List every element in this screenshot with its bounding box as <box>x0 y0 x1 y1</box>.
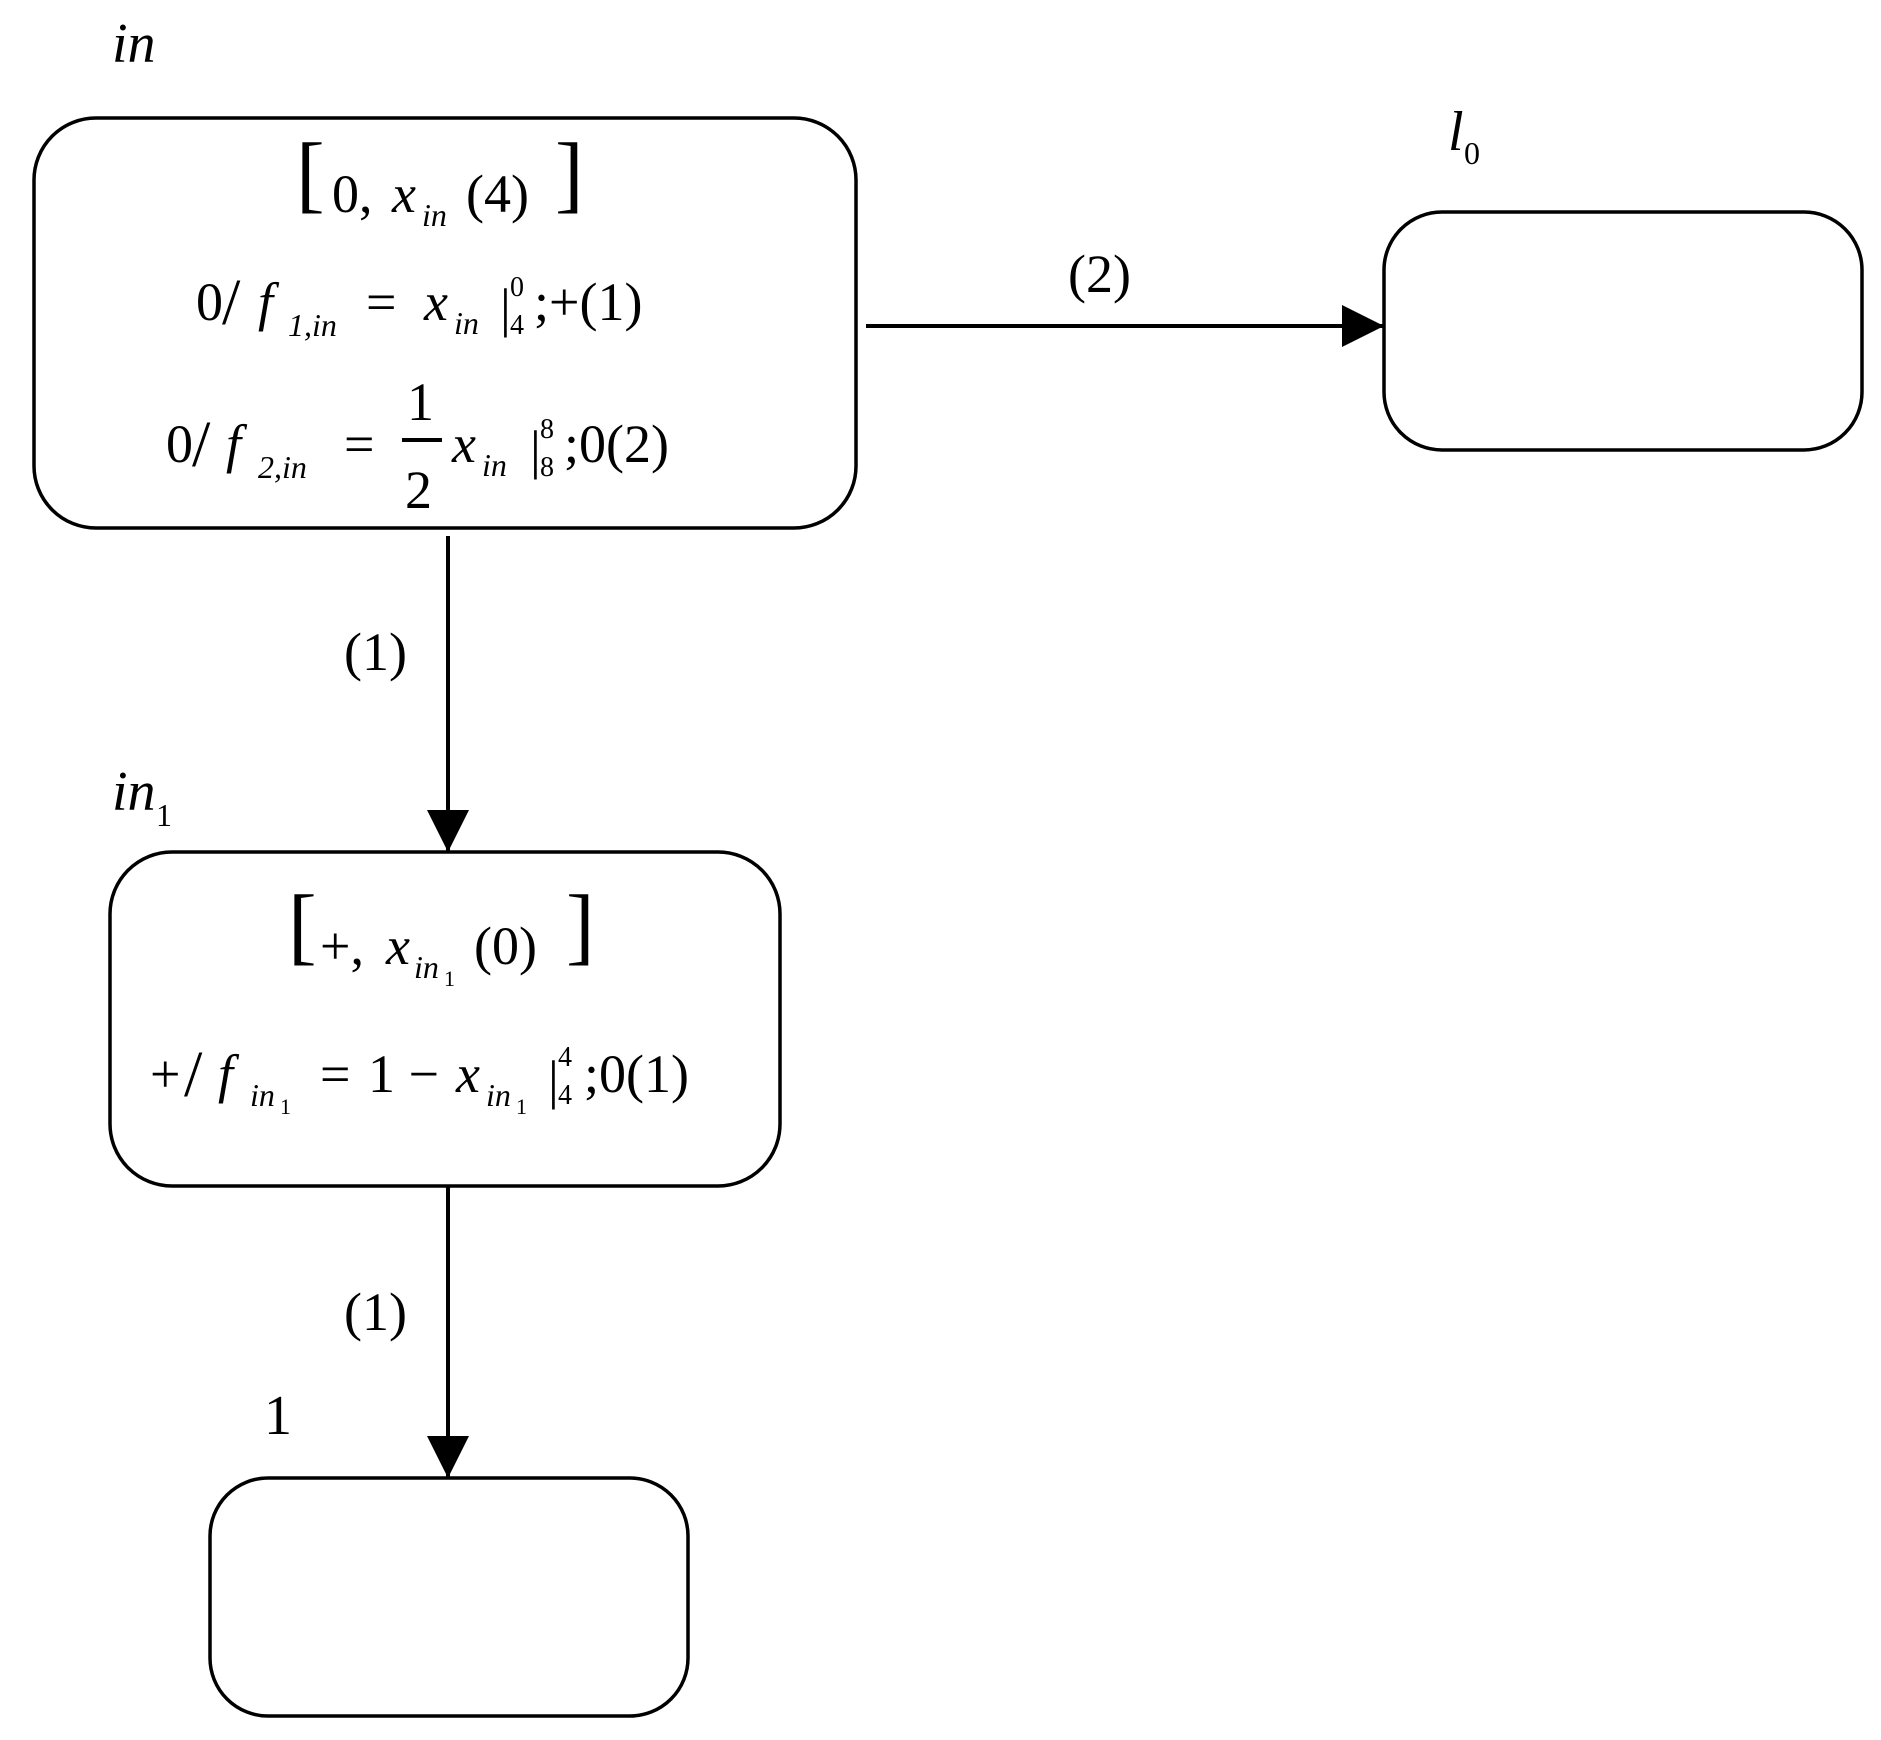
node-box-one <box>208 1476 690 1718</box>
rule-prefix: + <box>150 1044 180 1104</box>
node-box-l0 <box>1382 210 1864 452</box>
edge-label-in-to-in1: (1) <box>344 622 407 682</box>
range-var-sub: in <box>414 949 439 985</box>
range-open-bracket: [ <box>296 125 325 221</box>
node-in-rule-1: 0 / f 1,in = x in | 0 4 ;+(1) <box>196 266 642 343</box>
rule-prefix: 0 <box>166 414 193 474</box>
range-var: x <box>385 916 410 976</box>
rule-slash: / <box>184 1038 203 1111</box>
node-in1-rule-1: + / f in 1 = 1 − x in 1 | 4 4 ;0(1) <box>150 1038 689 1119</box>
rule-frac-den: 2 <box>405 460 432 520</box>
rule-var-sub: in <box>486 1077 511 1113</box>
rule-one-minus: 1 − <box>368 1044 439 1104</box>
rule-slash: / <box>222 266 241 339</box>
range-first: +, <box>320 916 364 976</box>
rule-bar-sub: 4 <box>510 310 524 341</box>
node-in-range: [ 0, x in (4) ] <box>296 125 584 233</box>
edge-label-in-to-l0: (2) <box>1068 244 1131 304</box>
rule-var-subsub: 1 <box>516 1094 527 1119</box>
rule-eq: = <box>344 414 374 474</box>
rule-var: x <box>423 272 448 332</box>
rule-var-sub: in <box>482 447 507 483</box>
rule-func-sub: in <box>250 1077 275 1113</box>
rule-suffix: ;0(2) <box>564 414 669 474</box>
rule-suffix: ;0(1) <box>584 1044 689 1104</box>
range-var-sub: in <box>422 197 447 233</box>
edge-label-in1-to-one: (1) <box>344 1282 407 1342</box>
range-arg: (0) <box>474 916 537 976</box>
rule-bar: | <box>548 1050 559 1110</box>
rule-bar-sup: 0 <box>510 272 524 303</box>
range-first: 0, <box>332 164 373 224</box>
node-in-rule-2: 0 / f 2,in = 1 2 x in | 8 8 ;0(2) <box>166 372 669 520</box>
range-arg: (4) <box>466 164 529 224</box>
rule-bar-sup: 8 <box>540 414 554 445</box>
rule-frac-num: 1 <box>407 372 434 432</box>
rule-eq: = <box>320 1044 350 1104</box>
rule-bar-sub: 4 <box>558 1080 572 1111</box>
node-label-in1-sub: 1 <box>156 797 172 833</box>
node-label-in1: in <box>112 761 156 823</box>
rule-suffix: ;+(1) <box>534 272 642 332</box>
node-box-in <box>32 116 858 530</box>
node-in1-range: [ +, x in 1 (0) ] <box>288 877 595 991</box>
rule-bar-sup: 4 <box>558 1042 572 1073</box>
rule-func-subsub: 1 <box>280 1094 291 1119</box>
rule-var: x <box>451 414 476 474</box>
rule-bar: | <box>530 420 541 480</box>
rule-func-sub: 2,in <box>258 449 307 485</box>
range-close-bracket: ] <box>555 125 584 221</box>
rule-bar-sub: 8 <box>540 452 554 483</box>
node-label-one: 1 <box>264 1385 292 1447</box>
rule-func-sub: 1,in <box>288 307 337 343</box>
rule-eq: = <box>366 272 396 332</box>
node-box-in1 <box>108 850 782 1188</box>
rule-var-sub: in <box>454 305 479 341</box>
rule-bar: | <box>500 278 511 338</box>
range-close-bracket: ] <box>566 877 595 973</box>
rule-var: x <box>455 1044 480 1104</box>
range-open-bracket: [ <box>288 877 317 973</box>
rule-slash: / <box>192 408 211 481</box>
rule-prefix: 0 <box>196 272 223 332</box>
node-label-in: in <box>112 13 156 75</box>
node-label-l0-sub: 0 <box>1464 135 1480 171</box>
node-label-l0: l <box>1448 101 1464 163</box>
range-var-subsub: 1 <box>444 966 455 991</box>
range-var: x <box>391 164 416 224</box>
